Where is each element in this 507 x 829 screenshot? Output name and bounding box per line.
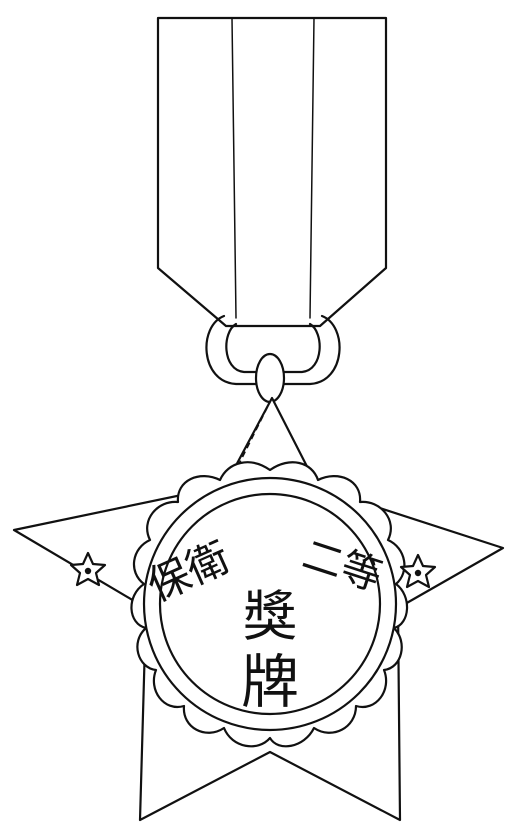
ribbon [156, 16, 388, 328]
inscription-type-line1: 獎 [243, 585, 297, 648]
inscription-type-line2: 牌 [241, 648, 299, 716]
small-star-right-icon [399, 553, 437, 589]
small-star-left-icon [69, 551, 107, 587]
center-disc [142, 476, 398, 732]
suspension-ring [205, 314, 341, 404]
